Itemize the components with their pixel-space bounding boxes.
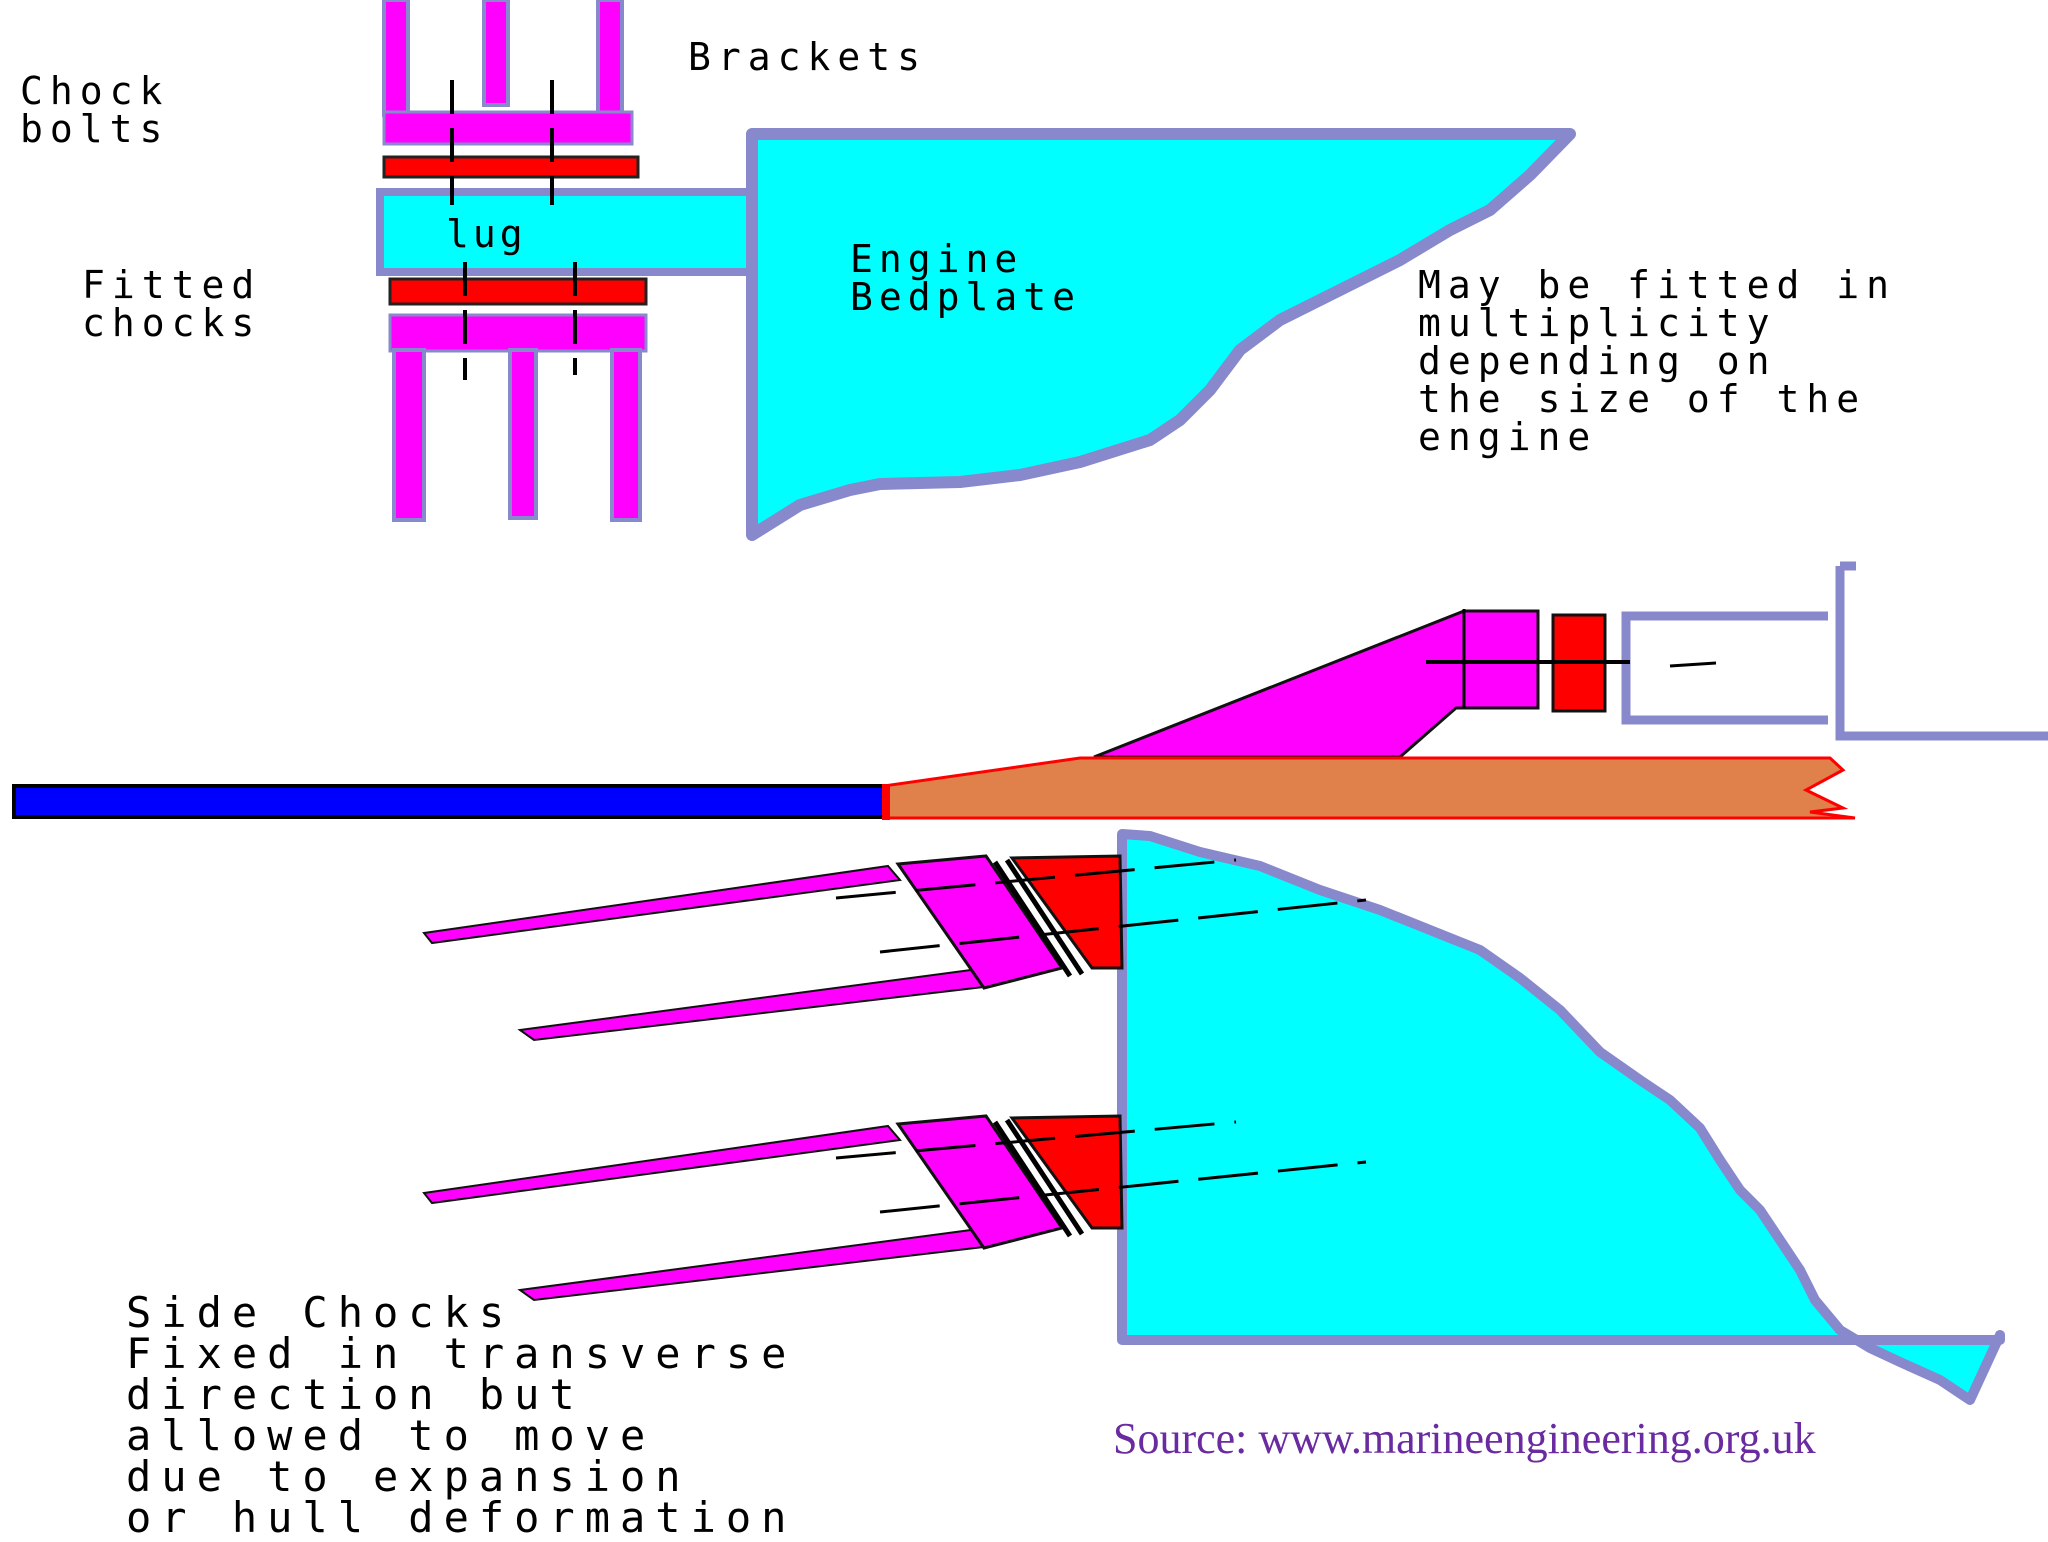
caption-line: direction but: [126, 1370, 585, 1419]
lug: [376, 188, 754, 276]
engine-bedplate: [746, 128, 1576, 541]
side-chock-lower: [422, 1114, 1367, 1302]
note-line: depending on: [1418, 339, 1777, 383]
side-chocks-caption: Side Chocks Fixed in transverse directio…: [126, 1288, 797, 1542]
label-line: Chock: [20, 69, 170, 113]
label-line: chocks: [82, 301, 262, 345]
brackets-label: Brackets: [688, 35, 928, 79]
upper-fitted-chock: [382, 155, 640, 179]
fitted-chocks-label: Fitted chocks: [82, 266, 261, 342]
engine-bedplate-label: Engine Bedplate: [850, 240, 1081, 316]
note-line: engine: [1418, 415, 1598, 459]
middle-bracket-block: [1462, 609, 1540, 710]
note-line: multiplicity: [1418, 301, 1777, 345]
caption-line: Side Chocks: [126, 1288, 515, 1337]
middle-bolt-stub: [1669, 661, 1717, 668]
tank-top-plate: [12, 784, 886, 819]
label-line: Fitted: [82, 263, 262, 307]
hull-plate: [882, 756, 1856, 820]
note-line: May be fitted in: [1418, 263, 1897, 307]
multiplicity-note: May be fitted in multiplicity depending …: [1418, 266, 1896, 456]
note-line: the size of the: [1418, 377, 1867, 421]
bottom-brackets: [388, 313, 648, 522]
source-credit: Source: www.marineengineering.org.uk: [1113, 1414, 1816, 1463]
label-line: Bedplate: [850, 275, 1082, 319]
label-line: Engine: [850, 237, 1024, 281]
lower-bedplate: [1117, 829, 2005, 1405]
lug-label: lug: [446, 212, 527, 256]
lower-fitted-chock: [388, 277, 648, 306]
chock-bolts-label: Chock bolts: [20, 72, 169, 148]
caption-line: allowed to move: [126, 1411, 656, 1460]
hull-frame: [1621, 561, 2048, 741]
label-line: bolts: [20, 107, 170, 151]
caption-line: or hull deformation: [126, 1493, 797, 1542]
caption-line: due to expansion: [126, 1452, 691, 1501]
chock-bolts: [450, 80, 577, 380]
top-brackets: [382, 0, 634, 146]
side-chock-upper: [422, 854, 1367, 1042]
caption-line: Fixed in transverse: [126, 1329, 797, 1378]
